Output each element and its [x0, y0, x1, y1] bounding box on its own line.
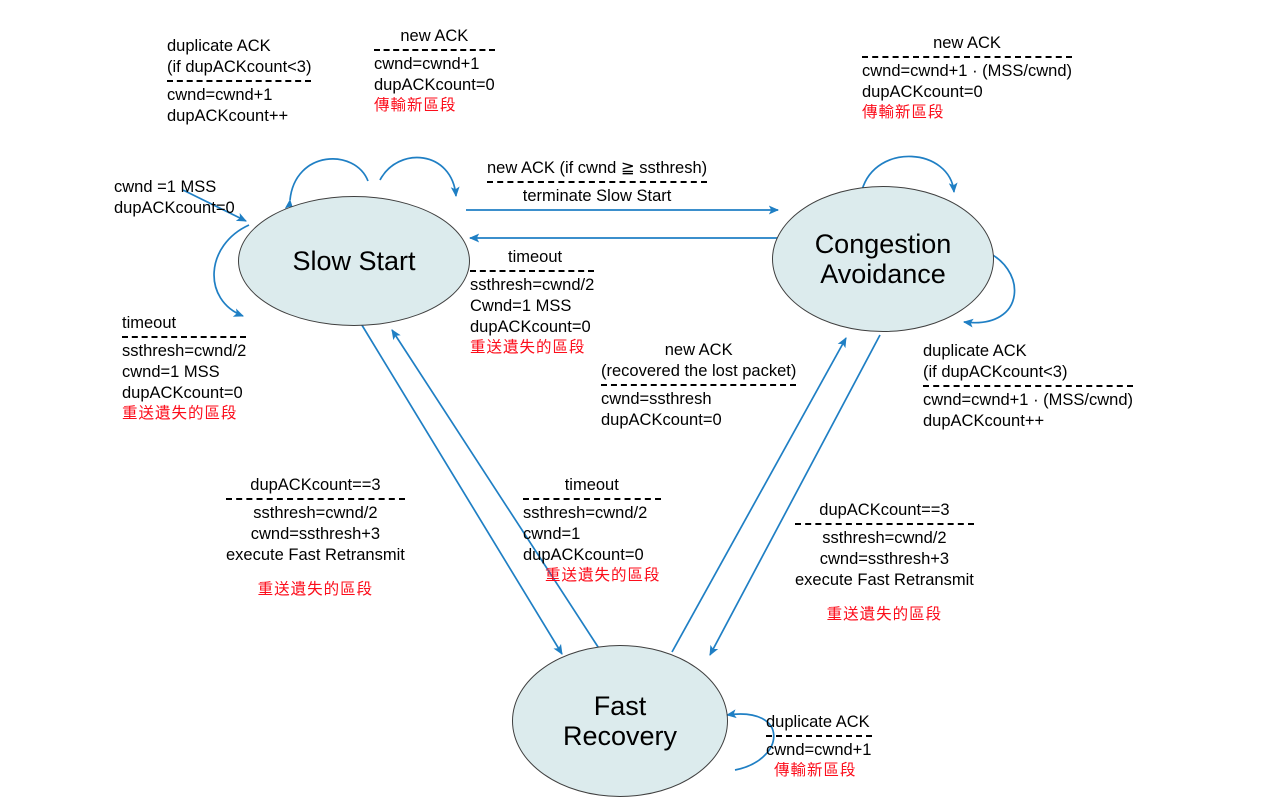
state-label-congestion-avoidance-line2: Avoidance — [820, 259, 946, 289]
label-chinese-note: 重送遺失的區段 — [470, 338, 586, 357]
state-label-fast-recovery: Fast Recovery — [563, 691, 677, 751]
label-condition-2: (recovered the lost packet) — [601, 362, 797, 381]
label-condition: duplicate ACK — [923, 342, 1027, 360]
label-action-2: dupACKcount=0 — [601, 411, 722, 430]
state-label-fast-recovery-line1: Fast — [593, 690, 647, 721]
state-label-congestion-avoidance-line1: Congestion — [814, 228, 952, 259]
label-chinese-note: 重送遺失的區段 — [122, 404, 238, 423]
label-slow-start-new-ack: new ACK cwnd=cwnd+1 dupACKcount=0 傳輸新區段 — [374, 26, 495, 116]
label-action-1: cwnd=ssthresh — [601, 384, 797, 410]
state-label-slow-start: Slow Start — [292, 245, 416, 276]
label-action-2: dupACKcount=0 — [862, 83, 983, 102]
label-chinese-note: 傳輸新區段 — [862, 103, 945, 122]
label-slow-start-timeout: timeout ssthresh=cwnd/2 cwnd=1 MSS dupAC… — [122, 313, 247, 424]
state-label-fast-recovery-line2: Recovery — [562, 721, 678, 751]
label-action-2: Cwnd=1 MSS — [470, 297, 572, 316]
label-condition: dupACKcount==3 — [250, 476, 381, 494]
label-congestion-avoidance-duplicate-ack: duplicate ACK (if dupACKcount<3) cwnd=cw… — [923, 341, 1133, 432]
label-action-1: ssthresh=cwnd/2 — [122, 336, 247, 362]
state-node-slow-start[interactable]: Slow Start — [238, 196, 470, 326]
label-congestion-avoidance-to-slow-start: timeout ssthresh=cwnd/2 Cwnd=1 MSS dupAC… — [470, 247, 595, 358]
label-initial-entry: cwnd =1 MSS dupACKcount=0 — [114, 177, 235, 219]
label-condition: timeout — [564, 476, 619, 494]
state-node-congestion-avoidance[interactable]: Congestion Avoidance — [772, 186, 994, 332]
label-chinese-note: 重送遺失的區段 — [545, 566, 661, 585]
label-action-3: dupACKcount=0 — [470, 318, 591, 337]
label-action-2: dupACKcount++ — [923, 412, 1045, 431]
label-congestion-avoidance-new-ack: new ACK cwnd=cwnd+1 · (MSS/cwnd) dupACKc… — [862, 33, 1072, 123]
label-action-3: dupACKcount=0 — [523, 546, 644, 565]
label-slow-start-to-congestion-avoidance: new ACK (if cwnd ≧ ssthresh) terminate S… — [487, 158, 708, 207]
arrow-slow-start-newack-self — [379, 156, 460, 198]
label-condition: new ACK — [664, 341, 733, 359]
state-label-congestion-avoidance: Congestion Avoidance — [815, 229, 952, 289]
label-chinese-note: 傳輸新區段 — [774, 761, 857, 780]
label-action-1: cwnd=cwnd+1 — [374, 49, 495, 75]
label-condition: dupACKcount==3 — [819, 501, 950, 519]
label-action-1: cwnd=cwnd+1 · (MSS/cwnd) — [923, 385, 1133, 411]
label-condition: duplicate ACK — [766, 713, 870, 731]
arrow-slow-start-dupack-self — [284, 158, 369, 210]
label-action-2: cwnd=ssthresh+3 — [250, 525, 381, 544]
label-action-2: dupACKcount=0 — [114, 199, 235, 218]
label-fast-recovery-duplicate-ack: duplicate ACK cwnd=cwnd+1 傳輸新區段 — [766, 712, 872, 781]
label-action-2: cwnd=1 MSS — [122, 363, 220, 382]
label-condition-2: (if dupACKcount<3) — [923, 363, 1068, 382]
label-condition: new ACK (if cwnd ≧ ssthresh) — [487, 159, 708, 177]
label-fast-recovery-timeout: timeout ssthresh=cwnd/2 cwnd=1 dupACKcou… — [523, 475, 661, 586]
label-action-3: execute Fast Retransmit — [226, 546, 405, 565]
label-action-1: cwnd=cwnd+1 — [167, 80, 312, 106]
label-action-1: ssthresh=cwnd/2 — [523, 498, 661, 524]
label-chinese-note: 重送遺失的區段 — [257, 580, 374, 599]
label-condition: timeout — [122, 314, 177, 332]
label-action-1: ssthresh=cwnd/2 — [795, 523, 974, 549]
label-chinese-note: 傳輸新區段 — [374, 96, 457, 115]
label-condition: timeout — [508, 248, 563, 266]
label-action-3: execute Fast Retransmit — [795, 571, 974, 590]
label-slow-start-duplicate-ack: duplicate ACK (if dupACKcount<3) cwnd=cw… — [167, 36, 312, 127]
label-action-2: cwnd=1 — [523, 525, 581, 544]
label-chinese-note: 重送遺失的區段 — [826, 605, 943, 624]
label-action-1: cwnd=cwnd+1 — [766, 735, 872, 761]
label-action-1: cwnd=cwnd+1 · (MSS/cwnd) — [862, 56, 1072, 82]
label-condition: new ACK — [933, 34, 1001, 52]
label-condition: new ACK — [400, 27, 469, 45]
label-action-3: dupACKcount=0 — [122, 384, 243, 403]
label-condition-2: (if dupACKcount<3) — [167, 58, 312, 77]
label-action-1: terminate Slow Start — [487, 181, 708, 207]
label-action-1: ssthresh=cwnd/2 — [226, 498, 405, 524]
label-congestion-avoidance-to-fast-recovery: dupACKcount==3 ssthresh=cwnd/2 cwnd=ssth… — [795, 500, 974, 625]
label-action-2: dupACKcount++ — [167, 107, 289, 126]
label-condition: duplicate ACK — [167, 37, 271, 55]
label-action-2: dupACKcount=0 — [374, 76, 495, 95]
state-node-fast-recovery[interactable]: Fast Recovery — [512, 645, 728, 797]
label-action-1: ssthresh=cwnd/2 — [470, 270, 595, 296]
label-action-2: cwnd=ssthresh+3 — [819, 550, 950, 569]
label-fast-recovery-to-congestion-avoidance: new ACK (recovered the lost packet) cwnd… — [601, 340, 797, 431]
label-slow-start-to-fast-recovery: dupACKcount==3 ssthresh=cwnd/2 cwnd=ssth… — [226, 475, 405, 600]
label-action-1: cwnd =1 MSS — [114, 178, 217, 196]
